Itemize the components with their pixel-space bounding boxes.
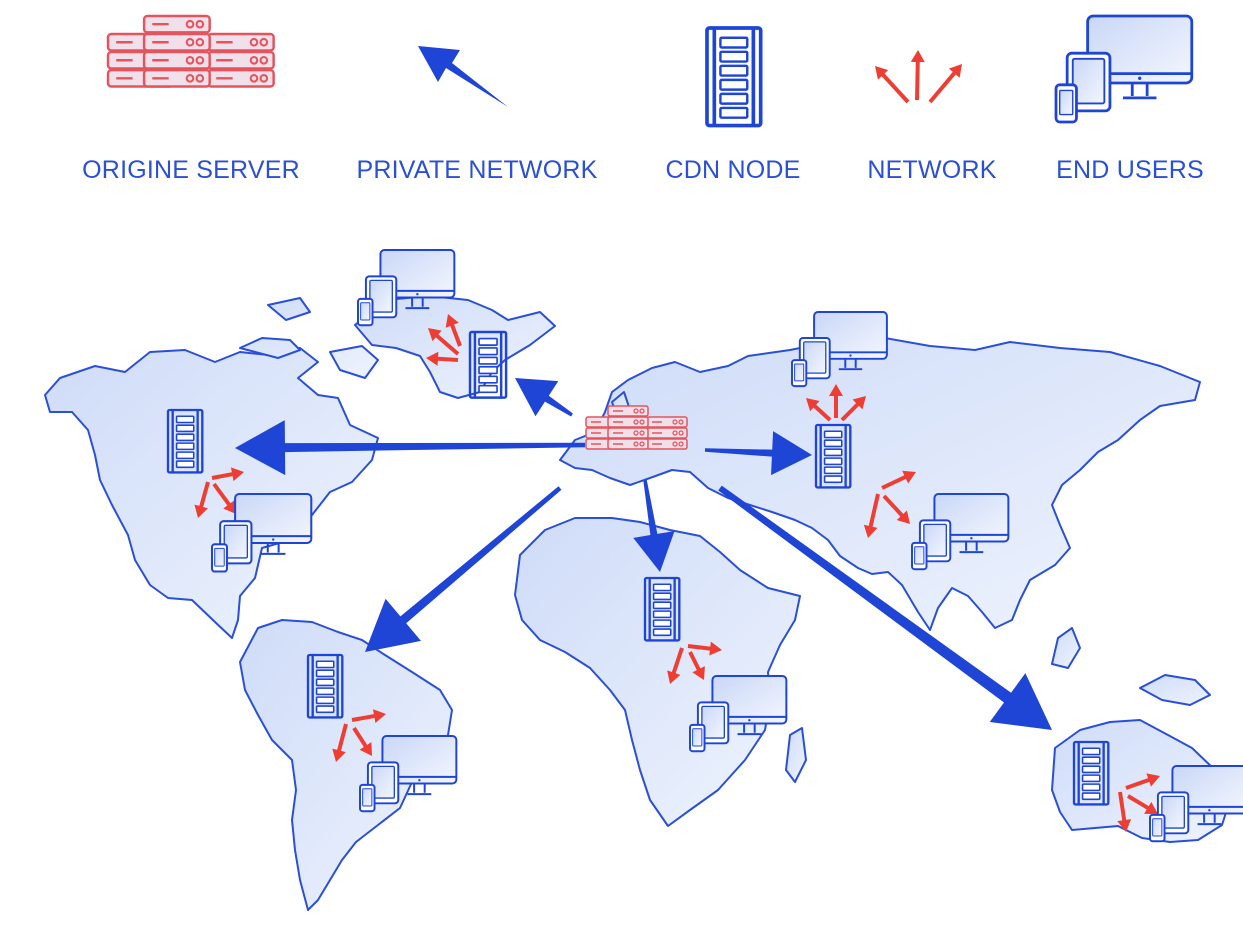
- network-arrows-icon: [875, 50, 962, 104]
- network-arrow: [863, 493, 880, 538]
- network-arrow: [882, 494, 910, 524]
- asia-north-network-arrows: [806, 384, 866, 422]
- cdn-node-africa: [643, 576, 681, 642]
- end-users-greenland: [357, 249, 456, 327]
- end-users-africa: [689, 675, 788, 753]
- network-arrow: [667, 647, 684, 684]
- end-users-asia-south: [911, 493, 1010, 571]
- south-america-shape: [239, 619, 453, 911]
- arrow-icon: [418, 46, 508, 107]
- network-arrow: [352, 726, 372, 756]
- origin-server-europe: [585, 405, 688, 450]
- network-arrow: [688, 651, 705, 680]
- end-users-south-america: [359, 735, 458, 813]
- network-arrow: [211, 467, 244, 482]
- north-america-arctic-shape: [239, 297, 379, 379]
- north-america-network-arrows: [194, 467, 244, 518]
- arrow-to-asia: [704, 431, 812, 476]
- arrow-to-australia: [718, 485, 1052, 730]
- arrow-to-greenland: [515, 378, 573, 417]
- arrow-to-north-america: [235, 420, 586, 476]
- network-arrow: [687, 641, 722, 656]
- cdn-node-south-america: [306, 653, 344, 719]
- north-america-shape: [44, 347, 379, 639]
- legend-icons: [106, 14, 1194, 128]
- network-arrow: [1117, 791, 1132, 832]
- japan-shape: [1051, 627, 1081, 669]
- legend-label-cdn-node: CDN NODE: [665, 156, 801, 184]
- end-users-north-america: [210, 492, 313, 573]
- network-arrow: [445, 314, 462, 347]
- cdn-node-australia: [1072, 740, 1110, 806]
- network-arrow: [426, 351, 459, 366]
- cdn-node-asia: [814, 423, 852, 489]
- south-america-network-arrows: [332, 709, 386, 762]
- greenland-network-arrows: [426, 314, 462, 366]
- end-users-australia: [1149, 765, 1243, 843]
- new-guinea-shape: [1139, 674, 1211, 706]
- legend-label-end-users: END USERS: [1056, 156, 1204, 184]
- legend-label-origin-server: ORIGINE SERVER: [82, 156, 300, 184]
- network-arrow: [1125, 773, 1160, 790]
- devices-icon: [1054, 14, 1194, 124]
- arrow-to-africa: [633, 479, 675, 572]
- africa-network-arrows: [667, 641, 722, 684]
- cdn-node-north-america: [166, 408, 204, 474]
- arrow-to-south-america: [365, 486, 562, 652]
- cdn-node-greenland: [468, 330, 508, 399]
- africa-shape: [514, 517, 801, 827]
- network-arrow: [806, 398, 832, 422]
- madagascar-shape: [785, 727, 807, 783]
- network-arrow: [840, 396, 866, 422]
- server-stack-icon: [106, 14, 275, 88]
- legend-label-private-network: PRIVATE NETWORK: [356, 156, 598, 184]
- private-network-arrows: [235, 378, 1052, 730]
- cdn-node-rack-icon: [705, 26, 763, 128]
- legend-label-network: NETWORK: [867, 156, 997, 184]
- map-nodes: [166, 249, 1243, 843]
- australia-network-arrows: [1117, 773, 1160, 832]
- network-arrow: [351, 709, 386, 723]
- network-arrow: [194, 481, 210, 518]
- asia-south-network-arrows: [863, 470, 916, 538]
- world-map: [44, 295, 1231, 911]
- network-arrow: [212, 482, 236, 514]
- network-arrow: [881, 470, 916, 490]
- network-arrow: [428, 328, 460, 356]
- end-users-asia-north: [791, 311, 888, 388]
- network-arrow: [1126, 794, 1158, 814]
- network-arrow: [829, 384, 843, 418]
- network-arrow: [332, 723, 348, 762]
- eurasia-shape: [559, 337, 1201, 631]
